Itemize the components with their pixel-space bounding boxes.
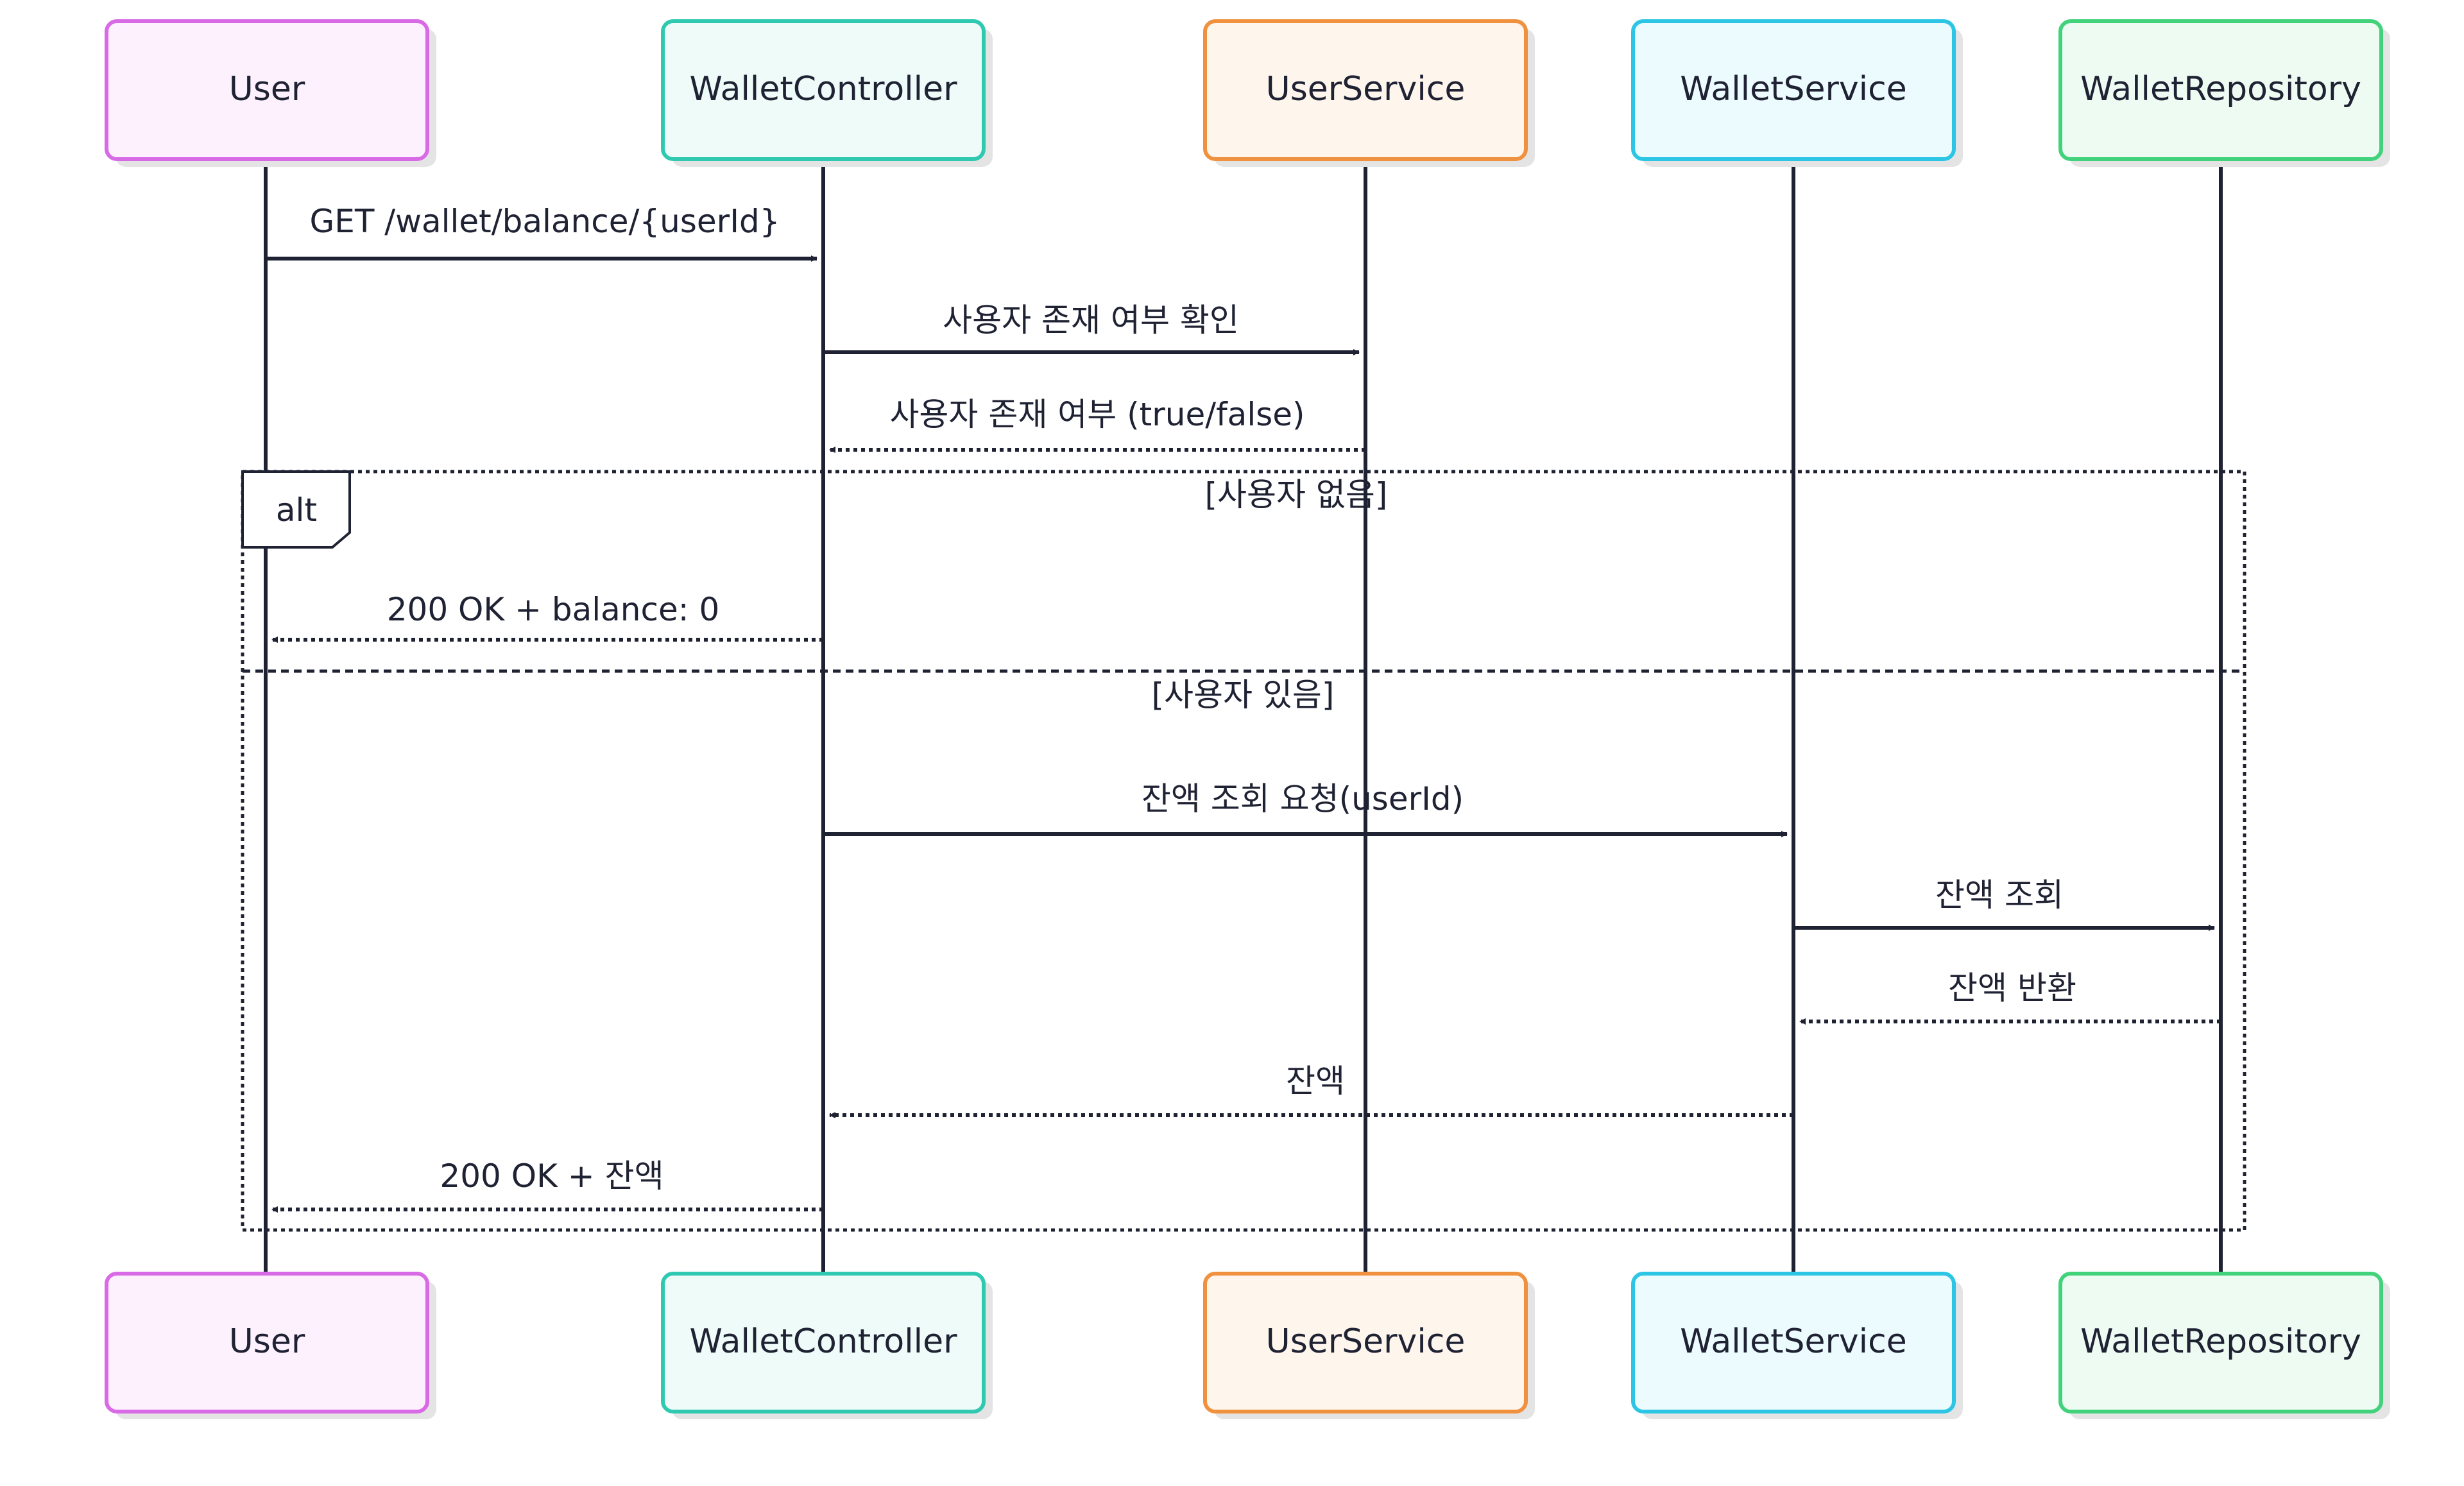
message-label-9: 200 OK + 잔액 xyxy=(440,1157,663,1195)
message-label-5: 잔액 조회 요청(userId) xyxy=(1142,780,1464,817)
actor-box-repository-bottom xyxy=(2058,1272,2383,1413)
message-label-8: 잔액 xyxy=(1286,1063,1345,1100)
alt-condition-no-user: [사용자 없음] xyxy=(1205,476,1388,513)
message-label-4: 200 OK + balance: 0 xyxy=(387,591,720,628)
message-label-3: 사용자 존재 여부 (true/false) xyxy=(889,396,1305,433)
actor-label-walletservice: WalletService xyxy=(1680,70,1906,108)
actor-box-user xyxy=(105,19,429,161)
actors-top: User WalletController UserService Wallet… xyxy=(105,19,2390,167)
messages: GET /wallet/balance/{userId} 사용자 존재 여부 확… xyxy=(266,203,2221,1213)
actor-box-controller xyxy=(661,19,986,161)
actors-bottom: User WalletController UserService Wallet… xyxy=(105,1272,2390,1419)
actor-box-userservice xyxy=(1203,19,1528,161)
actor-box-repository xyxy=(2058,19,2383,161)
actor-label-walletservice-bottom: WalletService xyxy=(1680,1322,1906,1361)
actor-label-userservice-bottom: UserService xyxy=(1266,1322,1466,1361)
lifelines xyxy=(264,159,2223,1274)
message-label-2: 사용자 존재 여부 확인 xyxy=(943,302,1239,339)
actor-box-walletservice-bottom xyxy=(1631,1272,1956,1413)
actor-label-userservice: UserService xyxy=(1266,70,1466,108)
message-label-1: GET /wallet/balance/{userId} xyxy=(309,203,780,240)
alt-fragment-tab xyxy=(241,470,351,549)
message-label-7: 잔액 반환 xyxy=(1948,969,2076,1007)
actor-box-user-bottom xyxy=(105,1272,429,1413)
actor-label-repository: WalletRepository xyxy=(2080,70,2361,108)
actor-label-user: User xyxy=(229,70,305,108)
actor-box-userservice-bottom xyxy=(1203,1272,1528,1413)
actor-label-controller-bottom: WalletController xyxy=(689,1322,957,1361)
alt-fragment: alt [사용자 없음] [사용자 있음] xyxy=(241,470,2246,1232)
actor-label-repository-bottom: WalletRepository xyxy=(2080,1322,2361,1361)
alt-fragment-label: alt xyxy=(276,491,317,529)
actor-box-controller-bottom xyxy=(661,1272,986,1413)
alt-fragment-frame xyxy=(241,470,2246,1232)
actor-label-controller: WalletController xyxy=(689,70,957,108)
message-label-6: 잔액 조회 xyxy=(1935,876,2064,914)
alt-condition-user-exists: [사용자 있음] xyxy=(1152,676,1335,713)
actor-label-user-bottom: User xyxy=(229,1322,305,1361)
actor-box-walletservice xyxy=(1631,19,1956,161)
